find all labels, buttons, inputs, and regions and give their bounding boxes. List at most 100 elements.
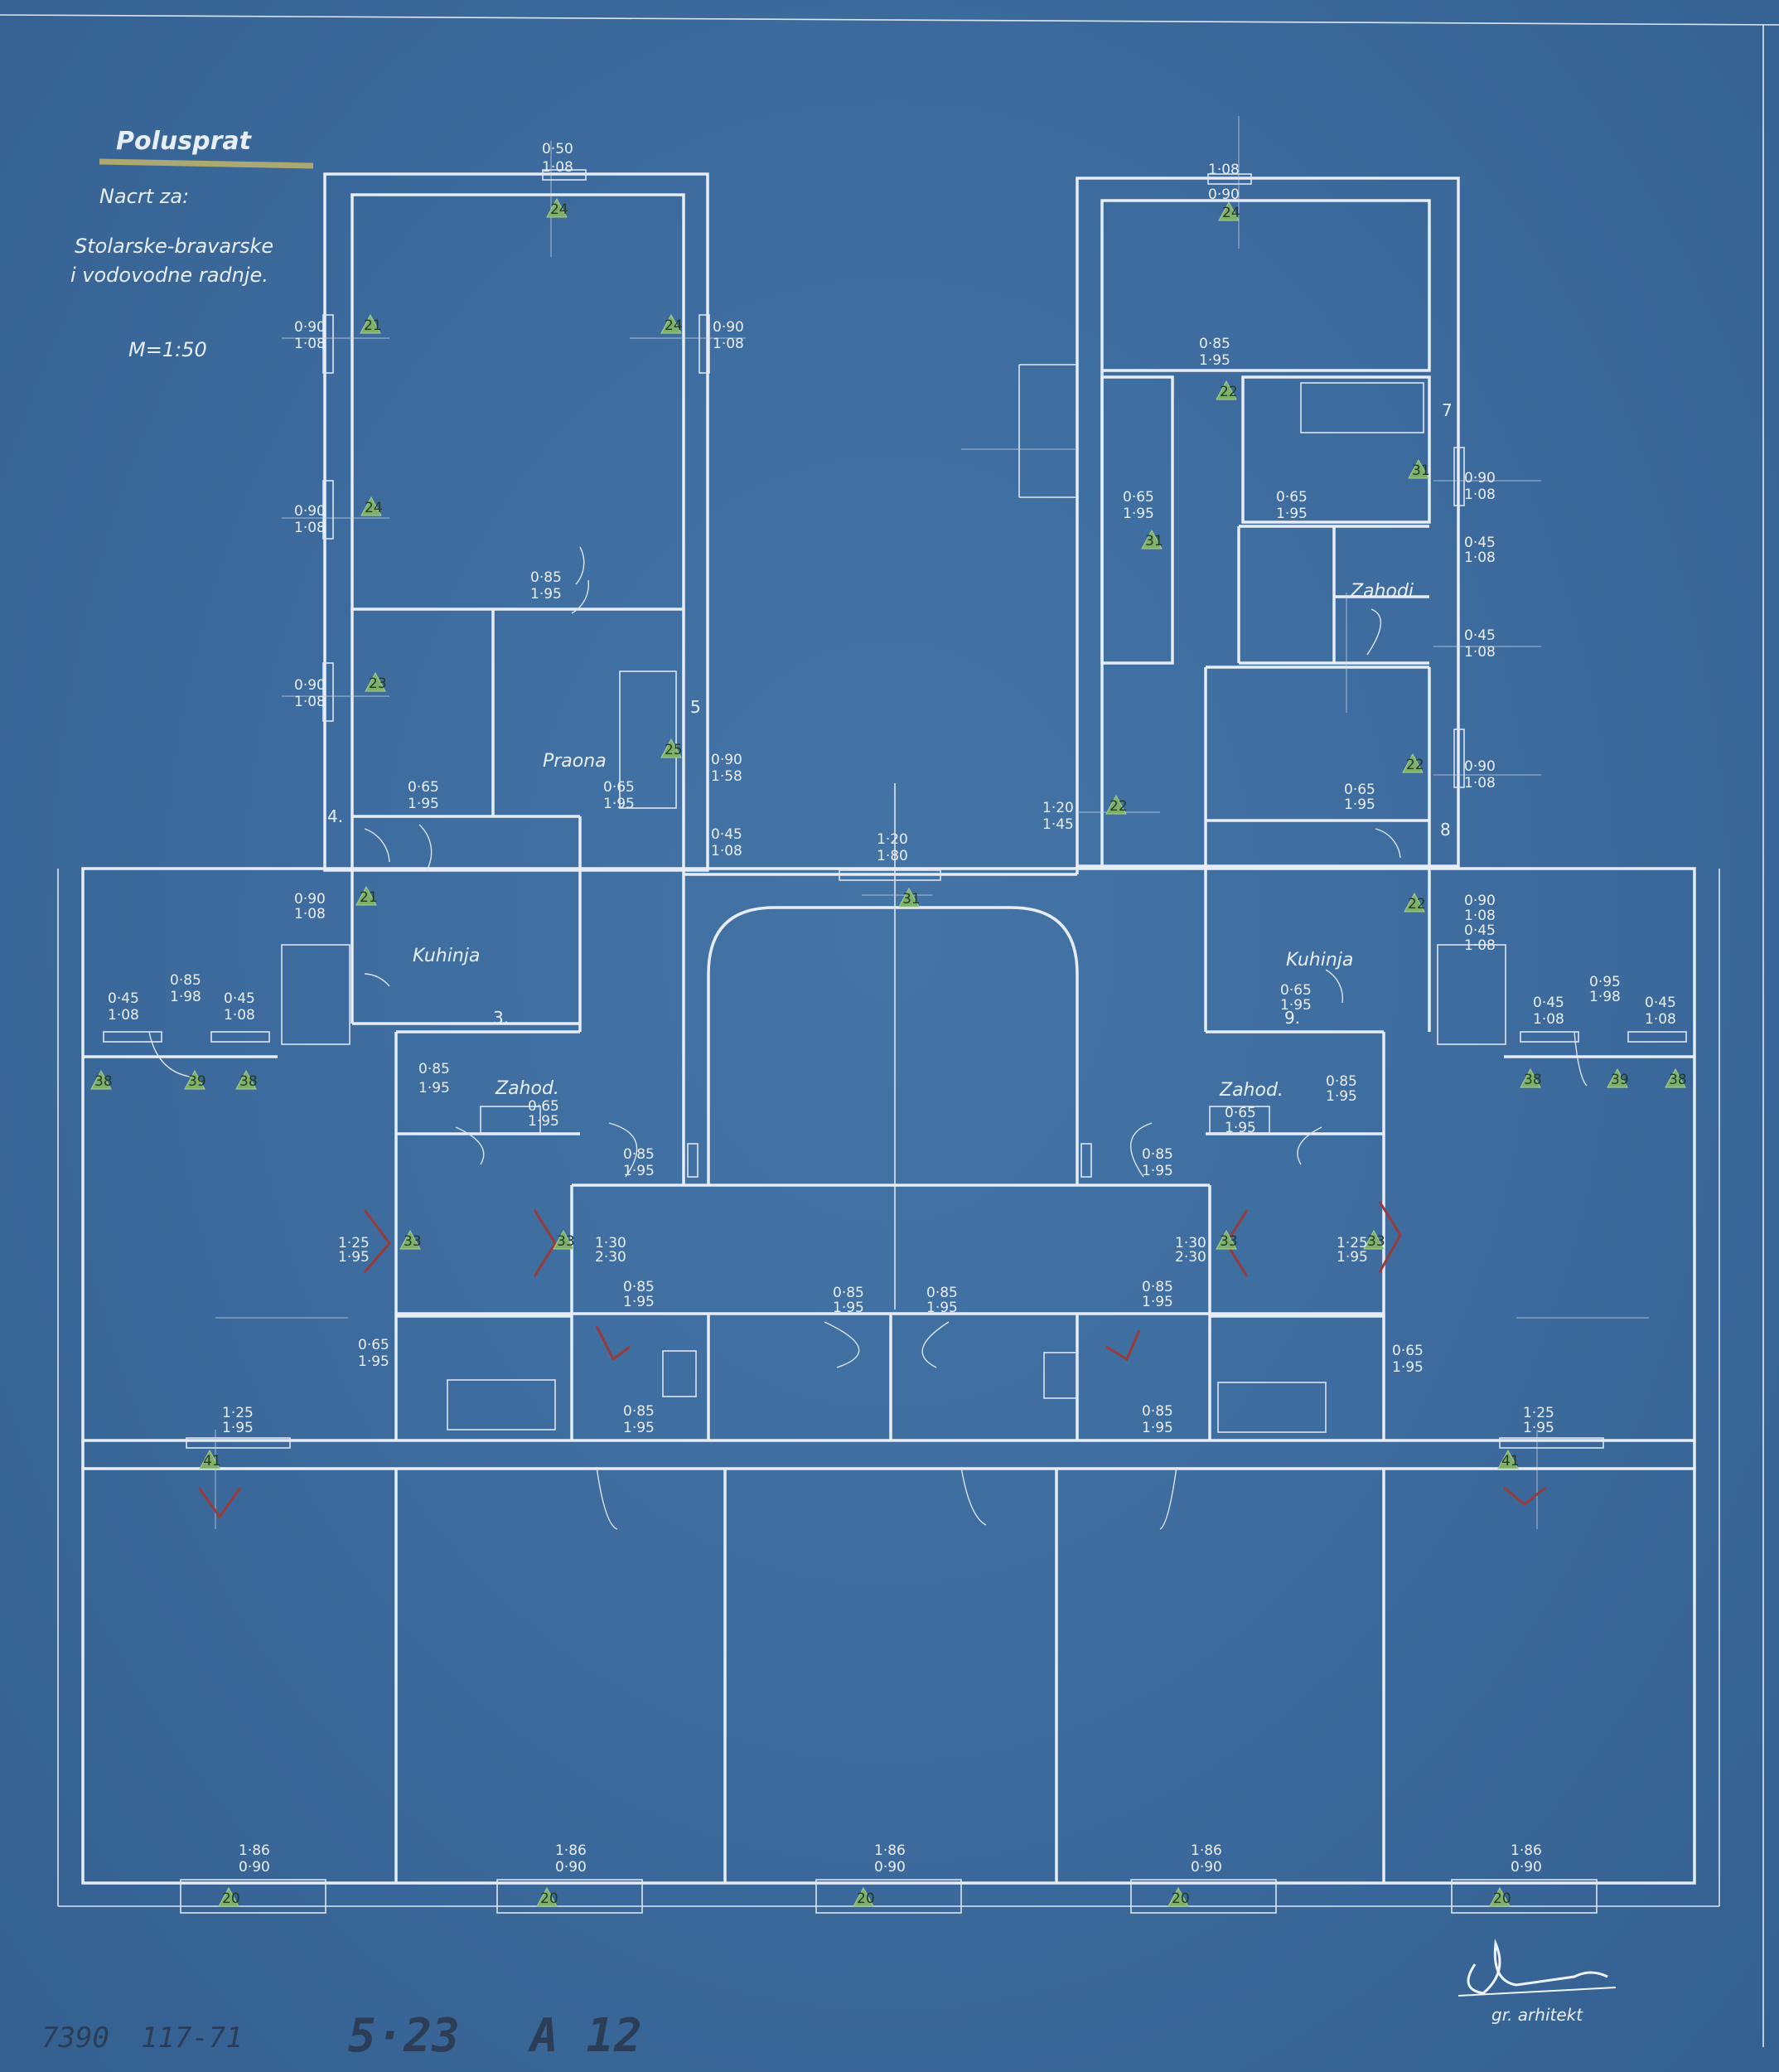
svg-text:1·95: 1·95	[1344, 796, 1375, 813]
dimension-d11: 1·201·80	[877, 831, 908, 864]
plan-scale: M=1:50	[128, 338, 207, 361]
dimension-d41: 0·451·08	[1645, 995, 1676, 1028]
svg-text:0·90: 0·90	[294, 503, 326, 520]
dimension-d35: 1·201·45	[1042, 800, 1074, 833]
svg-text:0·65: 0·65	[1344, 782, 1375, 798]
svg-text:0·90: 0·90	[294, 891, 326, 908]
svg-text:1·08: 1·08	[108, 1007, 139, 1024]
svg-text:1·25: 1·25	[222, 1405, 254, 1421]
svg-text:1·95: 1·95	[1337, 1249, 1368, 1266]
svg-text:0·85: 0·85	[170, 972, 201, 989]
svg-text:1·08: 1·08	[224, 1007, 255, 1024]
dimension-d55: 1·860·90	[1511, 1842, 1542, 1876]
dimension-d6: 0·901·08	[294, 677, 326, 710]
svg-text:0·45: 0·45	[1464, 535, 1496, 551]
svg-text:0·90: 0·90	[1511, 1859, 1542, 1876]
dimension-d22: 0·651·95	[358, 1337, 389, 1370]
svg-text:1·25: 1·25	[338, 1235, 370, 1251]
item-number-7: 7	[1442, 400, 1453, 420]
dimension-d48: 0·651·95	[1392, 1343, 1424, 1376]
svg-text:0·85: 0·85	[1199, 336, 1230, 352]
dimension-d18: 0·851·95	[623, 1146, 655, 1179]
dimension-d19: 1·251·95	[338, 1235, 370, 1266]
svg-text:0·85: 0·85	[623, 1279, 655, 1295]
svg-text:0·85: 0·85	[1142, 1403, 1173, 1420]
svg-text:0·95: 0·95	[1589, 974, 1621, 990]
svg-text:1·95: 1·95	[418, 1080, 450, 1097]
dimension-d37: 0·901·08	[1464, 893, 1496, 924]
dimension-d51: 1·860·90	[239, 1842, 270, 1876]
sheet-frame	[0, 14, 1779, 2047]
room-label-kuhinja-right: Kuhinja	[1286, 950, 1353, 971]
dimension-d39: 0·451·08	[1533, 995, 1564, 1028]
guide-lines	[215, 116, 1649, 1529]
dimension-d9: 0·901·58	[711, 752, 742, 785]
fixture-mark: 24	[550, 201, 568, 218]
svg-text:0·90: 0·90	[874, 1859, 906, 1876]
svg-text:1·95: 1·95	[1280, 997, 1312, 1014]
architect-signature: gr. arhitekt	[1458, 1939, 1617, 2025]
fixture-mark: 24	[1222, 205, 1240, 221]
dimension-d3: 0·901·08	[713, 319, 744, 352]
svg-text:0·90: 0·90	[239, 1859, 270, 1876]
dimension-d4: 0·901·08	[294, 503, 326, 536]
svg-text:0·85: 0·85	[530, 569, 562, 586]
svg-text:1·95: 1·95	[603, 796, 635, 812]
dimension-d46: 1·251·95	[1337, 1235, 1368, 1266]
svg-text:0·85: 0·85	[623, 1146, 655, 1163]
fixture-mark: 38	[94, 1073, 113, 1090]
svg-text:1·08: 1·08	[1464, 644, 1496, 661]
dimension-d23: 0·851·95	[833, 1285, 864, 1316]
dimension-d15: 0·451·08	[224, 990, 255, 1024]
plan-purpose-line2: i vodovodne radnje.	[70, 264, 268, 287]
svg-text:2·30: 2·30	[1175, 1249, 1206, 1266]
svg-text:1·95: 1·95	[1276, 506, 1308, 522]
fixture-mark: 22	[1109, 798, 1128, 815]
dimension-d7: 0·651·95	[408, 779, 439, 812]
fixture-mark: 23	[369, 675, 387, 692]
title-block: Polusprat Nacrt za: Stolarske-bravarske …	[70, 127, 314, 361]
svg-text:1·08: 1·08	[294, 694, 326, 710]
room-label-zahodi: Zahodi	[1350, 581, 1414, 602]
svg-text:1·98: 1·98	[1589, 989, 1621, 1005]
svg-text:0·45: 0·45	[1464, 627, 1496, 644]
svg-text:1·95: 1·95	[530, 586, 562, 603]
fixture-mark: 33	[1220, 1233, 1238, 1250]
fixture-markers	[90, 197, 1686, 1907]
svg-text:1·95: 1·95	[358, 1353, 389, 1370]
dimension-d25: 0·851·95	[623, 1403, 655, 1436]
svg-text:1·08: 1·08	[1464, 487, 1496, 503]
signature-role: gr. arhitekt	[1491, 2005, 1583, 2025]
dimension-d36: 0·651·95	[1344, 782, 1375, 813]
door-swings	[148, 546, 1588, 1530]
svg-text:0·85: 0·85	[418, 1061, 450, 1077]
dimension-d54: 1·860·90	[1191, 1842, 1222, 1876]
svg-text:1·08: 1·08	[1208, 162, 1240, 178]
right-wing-walls	[1018, 177, 1506, 1045]
svg-text:0·45: 0·45	[1645, 995, 1676, 1011]
catalog-number: 7390	[41, 2021, 109, 2055]
dimension-d1: 0·501·08	[542, 141, 573, 176]
dimension-d28: 0·851·95	[1199, 336, 1230, 369]
catalog-reference: 5·23	[348, 2009, 460, 2063]
svg-text:1·86: 1·86	[555, 1842, 587, 1859]
svg-text:0·65: 0·65	[1276, 489, 1308, 506]
item-number-4: 4.	[327, 806, 343, 826]
fixture-mark: 22	[1408, 896, 1426, 913]
item-number-8: 8	[1440, 820, 1451, 840]
dimension-d47: 0·851·95	[1142, 1279, 1173, 1310]
svg-text:1·45: 1·45	[1042, 816, 1074, 833]
fixture-mark-labels: 24 24 21 24 24 23 25 22 31 22 31 31 22 2…	[94, 201, 1687, 1907]
svg-text:1·95: 1·95	[1392, 1359, 1424, 1376]
svg-text:0·65: 0·65	[528, 1098, 559, 1115]
dimension-d29: 0·901·08	[1464, 470, 1496, 503]
dimension-d13: 0·851·98	[170, 972, 201, 1005]
svg-text:1·08: 1·08	[1464, 775, 1496, 792]
dimension-d32: 0·451·08	[1464, 535, 1496, 566]
fixture-mark: 20	[222, 1890, 240, 1907]
svg-text:1·08: 1·08	[1645, 1011, 1676, 1028]
item-numbers: 3. 4. 5 7 8 9.	[327, 400, 1453, 1028]
fixture-mark: 33	[557, 1233, 575, 1250]
